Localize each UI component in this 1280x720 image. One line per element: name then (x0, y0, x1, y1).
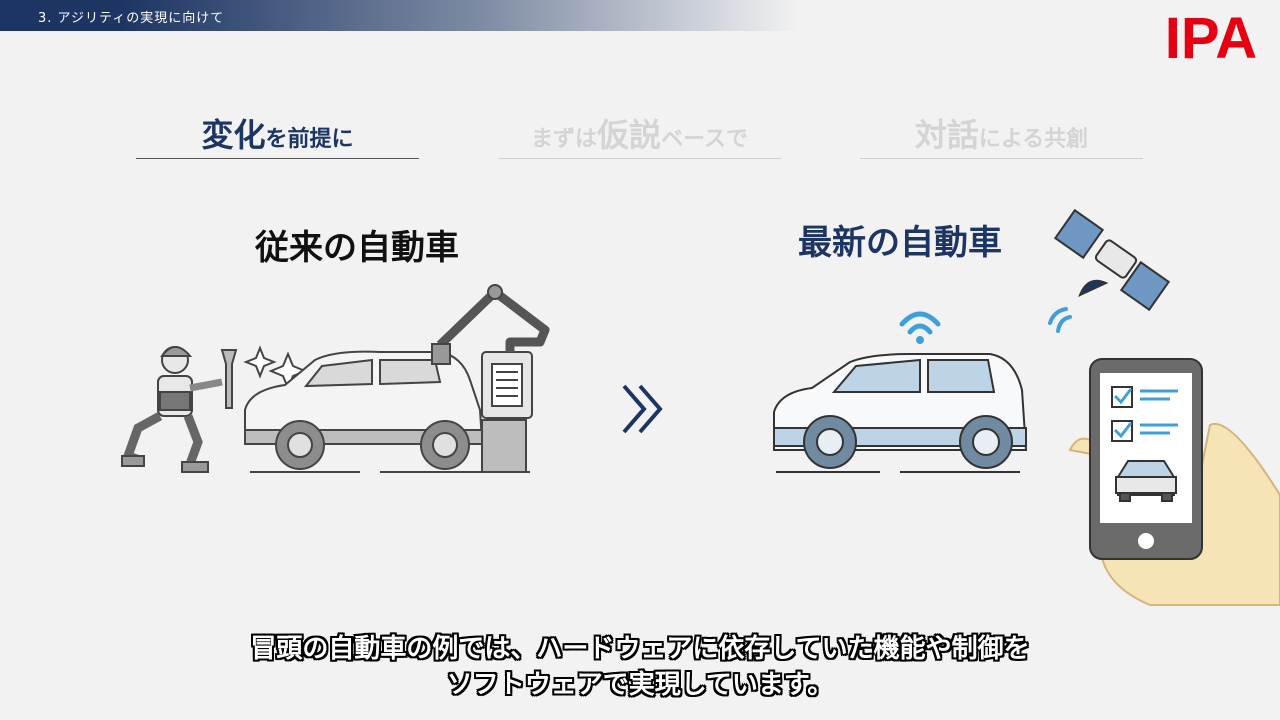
robot-arm-icon (431, 284, 550, 473)
wrench-icon (220, 349, 238, 409)
checklist-icon (1111, 386, 1178, 442)
mechanic-icon (121, 346, 223, 473)
car-icon (244, 350, 530, 473)
tab-label-part: 対話 (914, 116, 979, 154)
modern-car-heading: 最新の自動車 (798, 223, 1002, 263)
satellite-icon (1048, 208, 1171, 333)
tab-label-part: 変化 (201, 116, 266, 154)
tab-dialogue-cocreation[interactable]: 対話による共創 (860, 112, 1143, 159)
tab-label-part: を前提に (265, 127, 354, 152)
section-header-bar: 3. アジリティの実現に向けて (0, 0, 800, 31)
tab-change-premise[interactable]: 変化を前提に (136, 112, 419, 159)
tab-label-part: まずは (531, 127, 598, 152)
section-title: 3. アジリティの実現に向けて (38, 11, 225, 26)
car-icon (1115, 460, 1177, 502)
svg-text:IPA: IPA (1165, 8, 1257, 64)
subtitle-line-1: 冒頭の自動車の例では、ハードウェアに依存していた機能や制御を (250, 634, 1030, 664)
ipa-logo: IPA (1165, 8, 1257, 64)
car-icon (773, 353, 1028, 473)
conventional-car-heading: 従来の自動車 (255, 228, 459, 268)
chevron-double-right-icon (622, 384, 663, 434)
wifi-icon (899, 311, 941, 344)
tab-hypothesis-base[interactable]: まずは仮説ベースで (498, 112, 781, 159)
tab-label-part: 仮説 (597, 116, 662, 154)
modern-car-illustration (773, 311, 1028, 473)
smartphone-icon (1068, 358, 1280, 606)
tab-label-part: による共創 (978, 127, 1089, 152)
tab-label-part: ベースで (661, 127, 748, 152)
subtitle-line-2: ソフトウェアで実現しています。 (446, 670, 834, 700)
conventional-car-illustration (121, 284, 550, 473)
